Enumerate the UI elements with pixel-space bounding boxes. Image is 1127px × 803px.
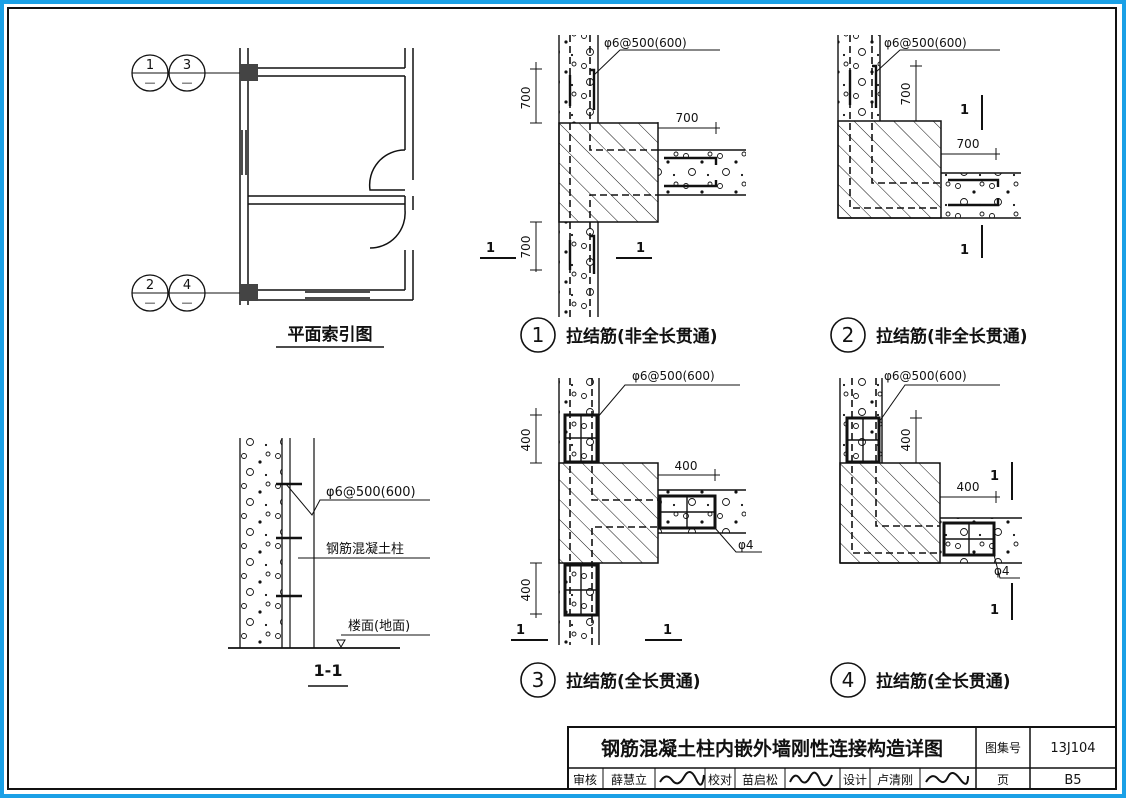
svg-text:700: 700 bbox=[676, 111, 699, 125]
svg-text:400: 400 bbox=[519, 429, 533, 452]
detail-1-rebar: φ6@500(600) bbox=[604, 36, 687, 50]
detail-2-rebar: φ6@500(600) bbox=[884, 36, 967, 50]
atlas-number: 13J104 bbox=[1050, 741, 1095, 756]
svg-text:1: 1 bbox=[990, 603, 999, 618]
detail-3-title: 拉结筋(全长贯通) bbox=[566, 671, 701, 692]
svg-text:700: 700 bbox=[899, 83, 913, 106]
drawing-border bbox=[7, 7, 1117, 790]
section-rebar-label: φ6@500(600) bbox=[326, 485, 416, 500]
svg-text:3: 3 bbox=[532, 668, 545, 692]
svg-text:1: 1 bbox=[532, 323, 545, 347]
detail-2-title: 拉结筋(非全长贯通) bbox=[876, 326, 1028, 347]
svg-text:卢清刚: 卢清刚 bbox=[877, 772, 913, 787]
reviewer-signature bbox=[659, 771, 705, 786]
svg-text:400: 400 bbox=[899, 429, 913, 452]
title-block: 钢筋混凝土柱内嵌外墙刚性连接构造详图 图集号 13J104 审核 薛慧立 校对 … bbox=[567, 726, 1117, 790]
index-mark-2: 2 — bbox=[131, 274, 169, 312]
svg-text:审核: 审核 bbox=[573, 772, 597, 787]
index-mark-3: 3 — bbox=[168, 54, 206, 92]
svg-text:设计: 设计 bbox=[843, 773, 867, 787]
section-caption: 1-1 bbox=[314, 661, 343, 680]
detail-4-tie: φ4 bbox=[994, 564, 1010, 578]
svg-text:1: 1 bbox=[960, 243, 969, 258]
svg-text:3: 3 bbox=[183, 58, 191, 73]
index-mark-1: 1 — bbox=[131, 54, 169, 92]
designer-signature bbox=[925, 772, 969, 785]
svg-text:1: 1 bbox=[663, 623, 672, 638]
section-column-label: 钢筋混凝土柱 bbox=[326, 541, 404, 557]
page-number: B5 bbox=[1064, 773, 1081, 788]
svg-text:苗启松: 苗启松 bbox=[742, 773, 778, 787]
svg-text:4: 4 bbox=[183, 278, 191, 293]
svg-text:1: 1 bbox=[960, 103, 969, 118]
detail-4: 400 400 φ6@500(600) φ4 1 1 4 拉结筋(全长贯通) bbox=[830, 369, 1022, 698]
svg-text:1: 1 bbox=[636, 241, 645, 256]
detail-3-rebar: φ6@500(600) bbox=[632, 369, 715, 383]
index-mark-4: 4 — bbox=[168, 274, 206, 312]
detail-1: 700 700 700 φ6@500(600) 1 1 1 拉结筋(非全长贯通) bbox=[480, 35, 746, 353]
detail-1-title: 拉结筋(非全长贯通) bbox=[566, 326, 718, 347]
detail-2: 700 700 φ6@500(600) 1 1 2 拉结筋(非全长贯通) bbox=[830, 35, 1028, 353]
svg-text:—: — bbox=[182, 76, 193, 89]
svg-text:1: 1 bbox=[990, 469, 999, 484]
svg-text:1: 1 bbox=[146, 58, 154, 73]
detail-4-title: 拉结筋(全长贯通) bbox=[876, 671, 1011, 692]
svg-text:图集号: 图集号 bbox=[985, 740, 1021, 755]
svg-text:700: 700 bbox=[519, 87, 533, 110]
svg-text:400: 400 bbox=[957, 480, 980, 494]
svg-text:—: — bbox=[145, 296, 156, 309]
svg-text:700: 700 bbox=[957, 137, 980, 151]
svg-text:4: 4 bbox=[842, 668, 855, 692]
detail-3: 400 400 400 φ6@500(600) φ4 1 1 3 拉结筋(全长贯… bbox=[511, 369, 762, 698]
svg-text:400: 400 bbox=[519, 579, 533, 602]
detail-3-tie: φ4 bbox=[738, 538, 754, 552]
checker-signature bbox=[789, 771, 833, 787]
svg-text:校对: 校对 bbox=[708, 772, 732, 787]
section-floor-label: 楼面(地面) bbox=[348, 619, 410, 634]
svg-text:400: 400 bbox=[675, 459, 698, 473]
svg-text:2: 2 bbox=[146, 278, 154, 293]
plan-caption: 平面索引图 bbox=[288, 324, 373, 345]
section-1-1: φ6@500(600) 钢筋混凝土柱 楼面(地面) 1-1 bbox=[228, 438, 430, 687]
svg-text:页: 页 bbox=[997, 773, 1009, 787]
svg-text:2: 2 bbox=[842, 323, 855, 347]
svg-text:—: — bbox=[145, 76, 156, 89]
svg-text:薛慧立: 薛慧立 bbox=[611, 772, 647, 787]
svg-text:1: 1 bbox=[486, 241, 495, 256]
svg-text:700: 700 bbox=[519, 236, 533, 259]
svg-text:—: — bbox=[182, 296, 193, 309]
drawing-title: 钢筋混凝土柱内嵌外墙刚性连接构造详图 bbox=[601, 737, 943, 760]
plan-index-drawing: 1 — 3 — 2 — 4 — bbox=[131, 48, 414, 348]
detail-4-rebar: φ6@500(600) bbox=[884, 369, 967, 383]
svg-text:1: 1 bbox=[516, 623, 525, 638]
